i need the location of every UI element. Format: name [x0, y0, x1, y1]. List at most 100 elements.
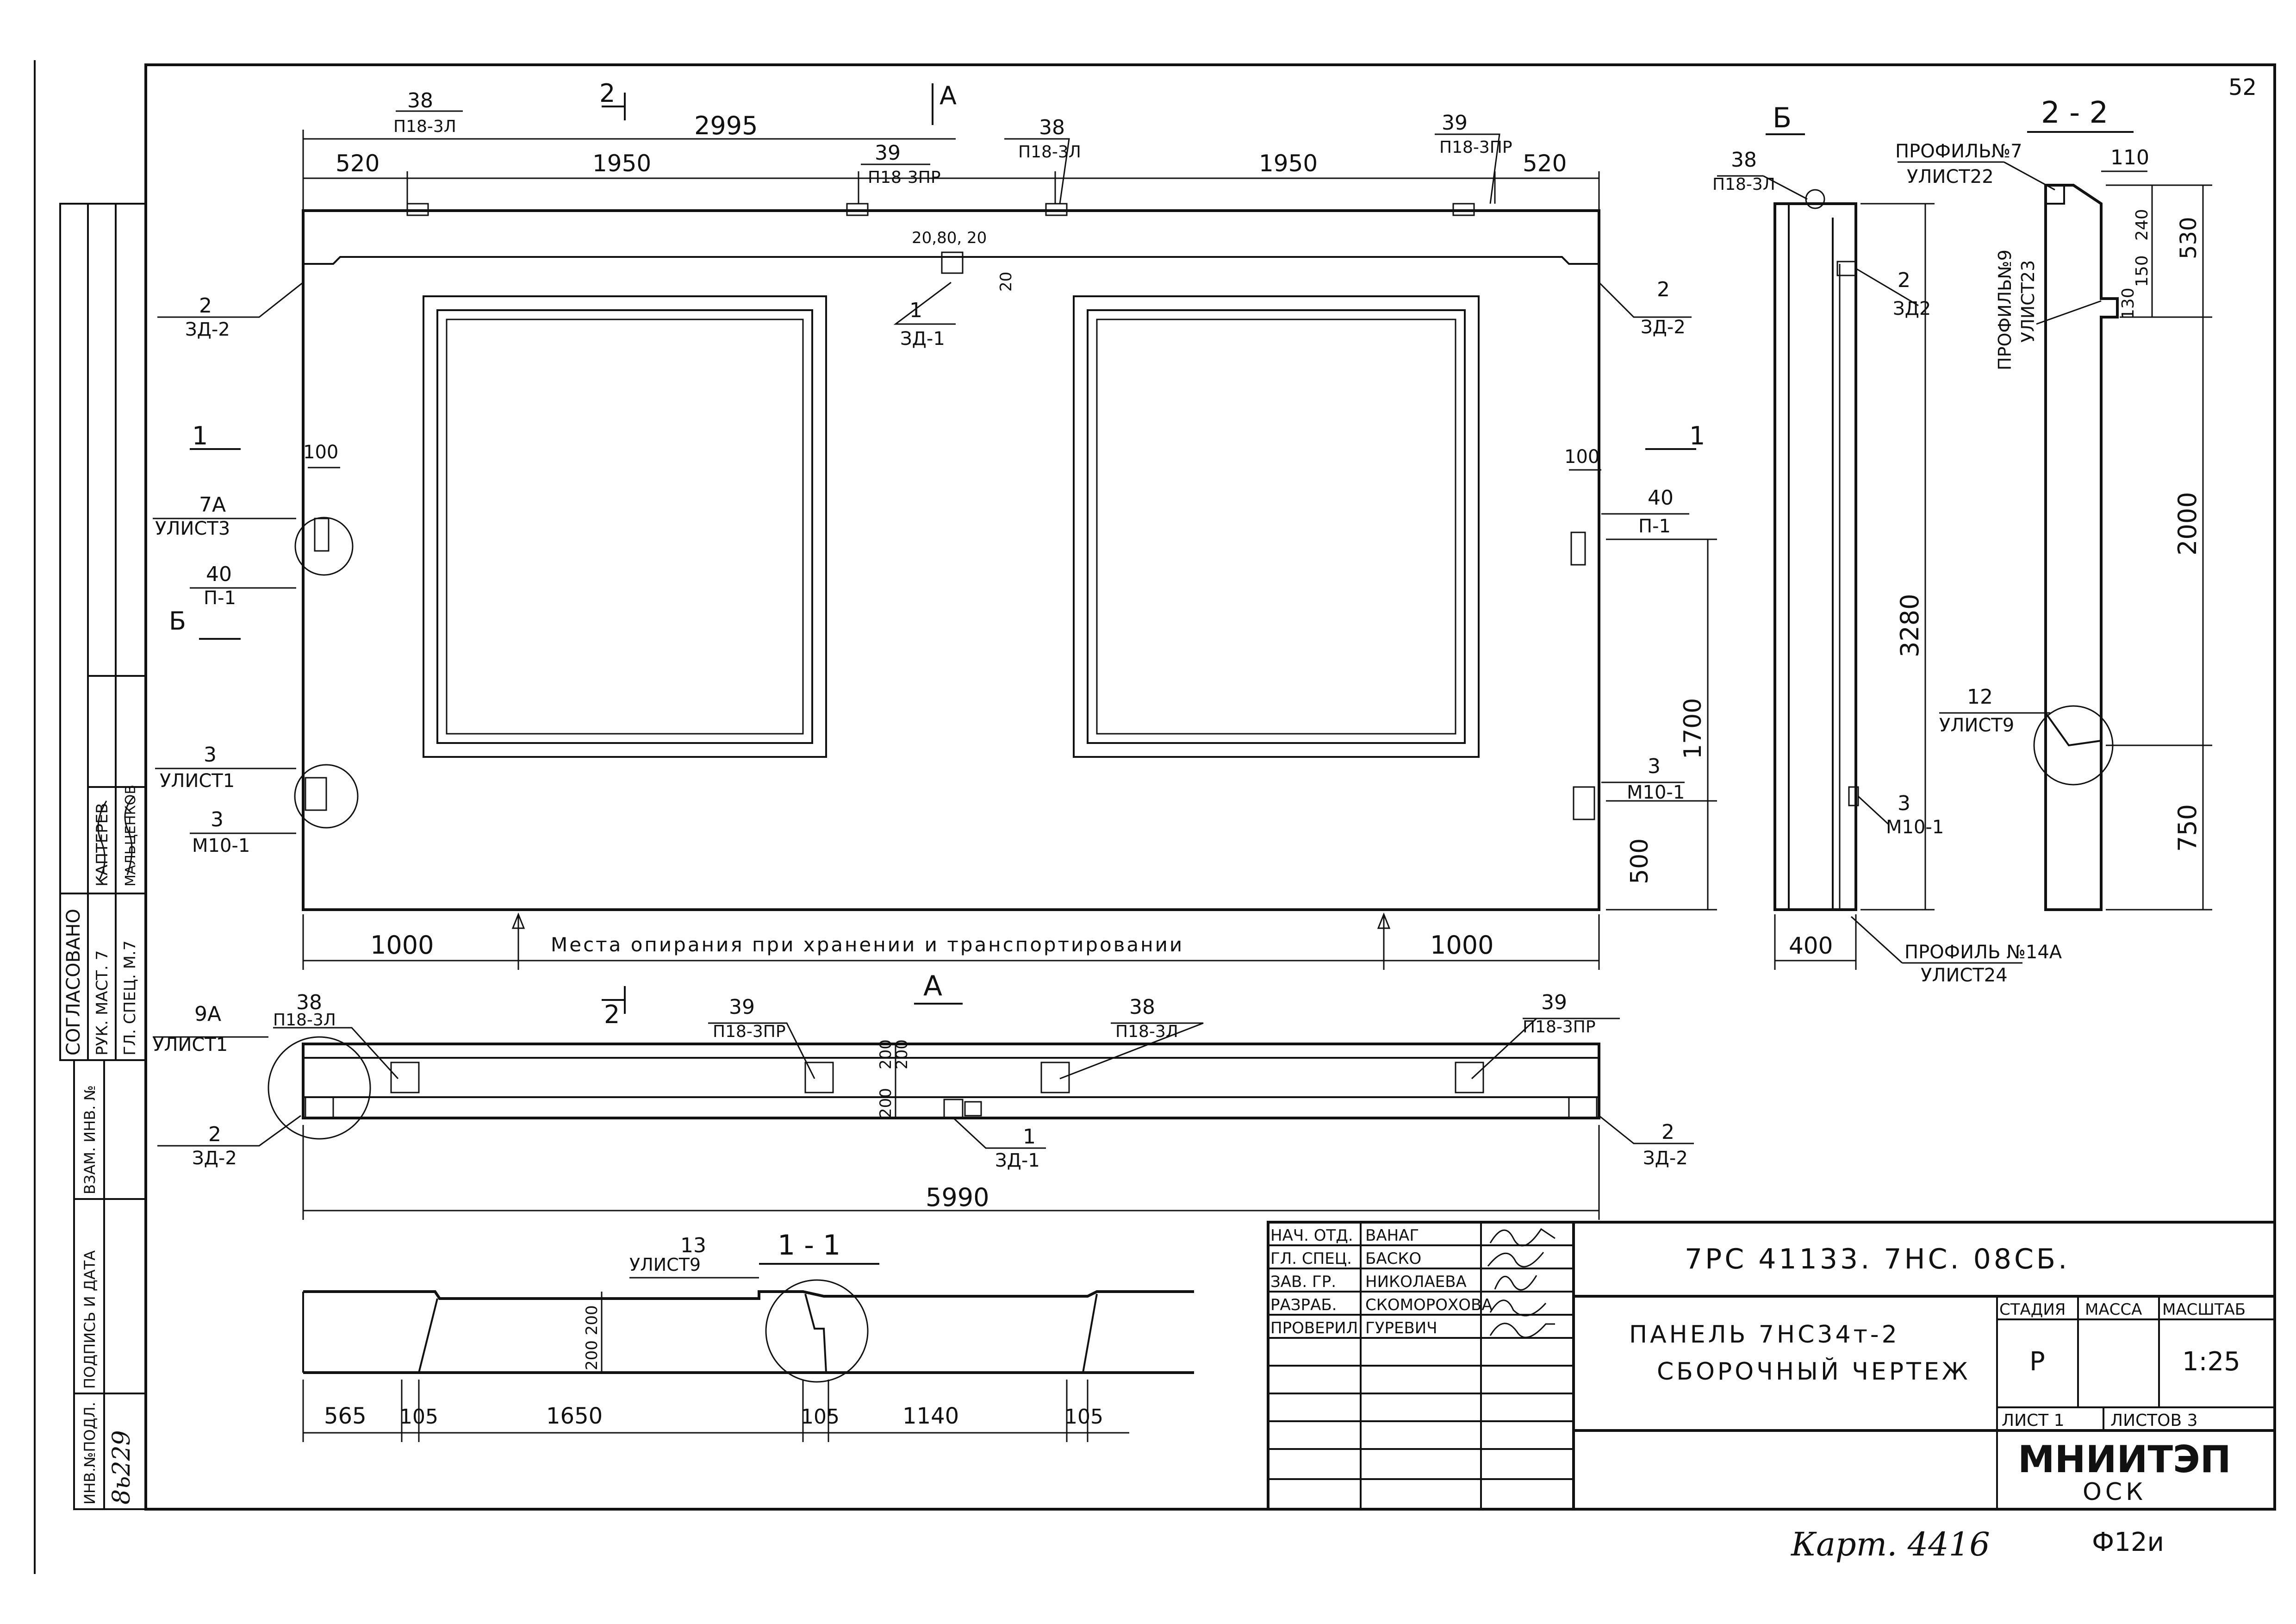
embed-m10-left [305, 777, 327, 811]
tb-code: 7РС 41133. 7НС. 08СБ. [1685, 1243, 2070, 1275]
tb-stage-label: СТАДИЯ [1999, 1300, 2066, 1319]
plan-a-title: А [923, 970, 942, 1002]
callout-3-right-ref: М10-1 [1627, 782, 1685, 803]
sheet-number: 52 [2228, 75, 2257, 100]
callout-3-top-num: 3 [204, 743, 217, 767]
view-b-outline [1773, 202, 1857, 911]
dim-240: 240 [2133, 209, 2152, 241]
section-1-marker-left: 1 [192, 421, 208, 450]
loop-38-left [406, 203, 429, 216]
callout-2-left-ref: ЗД-2 [185, 319, 230, 340]
plan-callout-9a-ref: УЛИСТ1 [153, 1034, 228, 1056]
signature-tb-4 [1489, 1299, 1547, 1317]
callout-7a-ref: УЛИСТ3 [155, 518, 230, 539]
approval-stamp: СОГЛАСОВАНО РУК. МАСТ. 7 КАПТЕРЕВ ГЛ. СП… [59, 203, 147, 1061]
tb-name-4: СКОМОРОХОВА [1365, 1296, 1493, 1314]
plan-callout-1-num: 1 [1023, 1125, 1036, 1149]
view-b-title: Б [1773, 102, 1792, 134]
plan-callout-38b-ref: П18-3Л [1115, 1022, 1178, 1041]
view-b: Б 38 П18-3Л 2 ЗД2 3 М10-1 3280 400 ПРОФИ… [1712, 102, 2062, 986]
section-11-dim-200-200: 200 200 [583, 1305, 601, 1370]
plan-loop-39a [804, 1062, 834, 1093]
callout-1-ref: ЗД-1 [900, 328, 945, 350]
dim-2995: 2995 [694, 111, 758, 140]
plan-zd1 [943, 1099, 964, 1119]
dim-1700: 1700 [1679, 698, 1707, 759]
section-11-title: 1 - 1 [778, 1229, 840, 1262]
view-b-callout-2-num: 2 [1898, 269, 1910, 292]
plan-callout-2-right-num: 2 [1661, 1120, 1674, 1144]
plan-callout-39a-ref: П18-3ПР [713, 1022, 786, 1041]
footer-format: Ф12и [2092, 1527, 2164, 1557]
embed-zd1 [941, 251, 964, 274]
tb-role-5: ПРОВЕРИЛ [1270, 1319, 1358, 1337]
section-2-2: 2 - 2 ПРОФИЛЬ№7 УЛИСТ22 ПРОФИЛЬ№9 УЛИСТ2… [1895, 96, 2212, 911]
section-11-dim-1140: 1140 [902, 1403, 959, 1429]
callout-circle-9a [268, 1036, 371, 1140]
view-b-loop [1805, 189, 1825, 209]
section-1-1: 1 - 1 13 УЛИСТ9 200 200 565 105 1650 105… [302, 1229, 1194, 1442]
window-right-frame [1087, 309, 1466, 744]
section-11-dim-565: 565 [324, 1403, 367, 1429]
footer-kart: Карт. 4416 [1790, 1525, 1990, 1563]
plan-callout-9a-num: 9А [194, 1002, 221, 1026]
window-left-opening [446, 319, 804, 735]
approval-role-1: РУК. МАСТ. 7 [93, 950, 112, 1056]
callout-38-ref: П18-3Л [393, 117, 456, 136]
dim-1000-left: 1000 [370, 931, 434, 960]
dim-520-left: 520 [336, 150, 380, 177]
callout-40-right-ref: П-1 [1638, 516, 1671, 537]
callout-39-ref: П18-3ПР [868, 168, 941, 187]
tb-name-line1: ПАНЕЛЬ 7НС34т-2 [1629, 1321, 1900, 1349]
panel-outline [302, 209, 1600, 911]
tb-scale: 1:25 [2182, 1347, 2240, 1377]
callout-3-bottom-ref: М10-1 [192, 835, 250, 856]
plan-zd2-left [305, 1096, 334, 1119]
view-b-dim-3280: 3280 [1895, 594, 1924, 657]
callout-7a-num: 7А [199, 493, 226, 517]
view-b-callout-3-ref: М10-1 [1886, 817, 1944, 838]
tb-scale-label: МАСШТАБ [2162, 1300, 2246, 1319]
dim-130: 130 [2119, 287, 2138, 319]
signature-2 [124, 795, 135, 875]
section-11-dim-105-a: 105 [399, 1405, 438, 1429]
callout-circle-3 [294, 764, 359, 829]
signature-tb-2 [1487, 1252, 1544, 1268]
signature-tb-1 [1489, 1228, 1556, 1247]
signature-tb-5 [1489, 1323, 1555, 1338]
callout-circle-13 [765, 1279, 869, 1383]
podpis-data-label: ПОДПИСЬ И ДАТА [81, 1250, 99, 1389]
callout-3-top-ref: УЛИСТ1 [160, 770, 235, 792]
plan-outline [302, 1043, 1600, 1119]
tb-sheets: ЛИСТОВ 3 [2110, 1411, 2198, 1430]
callout-40-right-num: 40 [1648, 486, 1674, 510]
view-b-marker: Б [169, 606, 186, 636]
callout-12-num: 12 [1967, 685, 1993, 709]
section-2-marker: 2 [599, 79, 615, 108]
plan-dim-200-a: 200 [877, 1088, 895, 1118]
tb-org-sub: ОСК [2083, 1478, 2147, 1506]
tb-name-5: ГУРЕВИЧ [1365, 1319, 1437, 1337]
plan-dim-5990: 5990 [926, 1183, 989, 1212]
callout-38-num: 38 [407, 89, 433, 112]
loop-38-right [1045, 203, 1068, 216]
plan-callout-38b-num: 38 [1129, 995, 1155, 1019]
profile-7-num: ПРОФИЛЬ№7 [1895, 141, 2022, 162]
callout-40-left-num: 40 [206, 562, 232, 586]
plan-loop-39b [1455, 1062, 1484, 1093]
callout-2-right-num: 2 [1657, 278, 1670, 301]
callout-circle-7a [294, 517, 354, 576]
plan-callout-1-ref: ЗД-1 [995, 1150, 1040, 1171]
callout-38b-num: 38 [1039, 116, 1065, 139]
section-22-outline [2044, 184, 2119, 911]
inventory-stamp: ВЗАМ. ИНВ. № ПОДПИСЬ И ДАТА ИНВ.№ПОДЛ. 8… [73, 1059, 147, 1510]
callout-2-left-num: 2 [199, 294, 212, 318]
callout-38b-ref: П18-3Л [1018, 143, 1081, 162]
callout-39-num: 39 [875, 141, 901, 165]
embed-p1-left [314, 518, 330, 552]
section-11-callout-ref: УЛИСТ9 [629, 1255, 701, 1275]
support-note: Места опирания при хранении и транспорти… [551, 933, 1184, 956]
inv-podl-label: ИНВ.№ПОДЛ. [81, 1402, 99, 1505]
dim-2000: 2000 [2173, 492, 2202, 556]
